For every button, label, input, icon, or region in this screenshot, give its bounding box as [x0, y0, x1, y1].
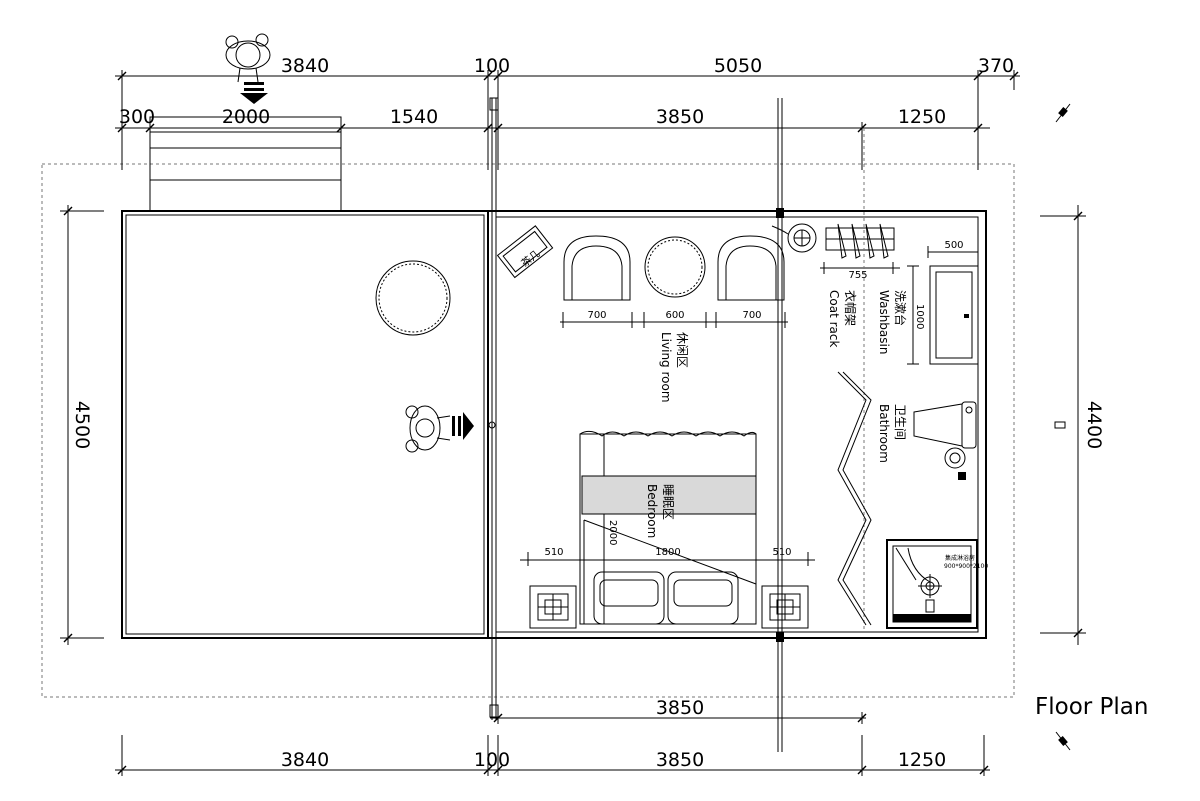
bottom-dimension-inner: 3850: [490, 697, 867, 724]
toilet: [913, 401, 977, 449]
top-dimension-outer: 3840 100 5050 370: [115, 55, 1020, 170]
floor-drain-icon: [944, 447, 966, 480]
dim-bottom-100: 100: [474, 749, 510, 771]
shower-enclosure: 集成淋浴房 900*900*2100: [886, 539, 988, 629]
coat-rack-label-cn: 衣帽架: [843, 290, 858, 326]
coffee-table: 茶几: [496, 225, 554, 279]
dim-top-300: 300: [119, 106, 155, 128]
entry-steps: [149, 116, 342, 212]
dim-top-100: 100: [474, 55, 510, 77]
dim-bottom-3850-inner: 3850: [656, 697, 704, 719]
dim-top-1540: 1540: [390, 106, 438, 128]
bed: 2000: [579, 430, 757, 625]
person-entry-top-icon: [225, 33, 271, 104]
chair-dimensions: 700 600 700: [560, 310, 788, 328]
living-room-label-cn: 休闲区: [675, 332, 689, 368]
washbasin-label-en: Washbasin: [877, 290, 891, 354]
outdoor-deck-inner: [125, 214, 485, 635]
round-side-table: [644, 236, 706, 298]
bottom-dimension-outer: 3840 100 3850 1250: [115, 735, 990, 776]
right-dimension: 4400: [1040, 205, 1105, 645]
coat-rack-label-en: Coat rack: [827, 290, 841, 347]
shower-size: 900*900*2100: [944, 563, 988, 570]
round-table-deck: [375, 260, 451, 336]
dim-bottom-3840: 3840: [281, 749, 329, 771]
living-room-label-en: Living room: [659, 332, 673, 403]
washbasin-label-cn: 洗漱台: [893, 290, 908, 326]
dim-table-600: 600: [665, 310, 684, 321]
dim-coat-rack-755: 755: [848, 270, 867, 281]
bedside-dimensions: 510 1800 510: [520, 547, 815, 566]
dim-top-370: 370: [978, 55, 1014, 77]
nightstand-right: [761, 585, 809, 629]
house-wall: [487, 210, 987, 639]
dim-washbasin-500: 500: [944, 240, 963, 251]
dim-left-4500: 4500: [71, 401, 93, 449]
dim-washbasin-1000: 1000: [914, 304, 925, 329]
section-marker-icon: [1055, 103, 1071, 751]
washbasin: 500 1000: [907, 240, 979, 365]
left-dimension: 4500: [60, 205, 104, 645]
dim-bed-2000: 2000: [607, 520, 618, 545]
coat-rack: 755: [820, 223, 900, 281]
armchair-right: [717, 235, 785, 301]
exhaust-fan-icon: [771, 223, 817, 253]
dim-bottom-1250: 1250: [898, 749, 946, 771]
bathroom-label-cn: 卫生间: [893, 404, 907, 440]
dim-bed-1800: 1800: [655, 547, 680, 558]
pillow-right: [667, 571, 739, 625]
dim-top-1250: 1250: [898, 106, 946, 128]
folding-door: [837, 371, 872, 626]
drawing-title: Floor Plan: [1035, 694, 1148, 720]
dim-top-5050: 5050: [714, 55, 762, 77]
bed-runner: [581, 475, 757, 515]
dim-bedside-510-a: 510: [544, 547, 563, 558]
dim-chair-700-b: 700: [742, 310, 761, 321]
dim-top-3850: 3850: [656, 106, 704, 128]
dim-chair-700-a: 700: [587, 310, 606, 321]
dim-top-3840: 3840: [281, 55, 329, 77]
nightstand-left: [529, 585, 577, 629]
armchair-left: [563, 235, 631, 301]
bathroom-label-en: Bathroom: [877, 404, 891, 463]
dim-bedside-510-b: 510: [772, 547, 791, 558]
bedroom-label-cn: 睡眠区: [661, 484, 675, 520]
site-boundary: [41, 163, 1015, 698]
shower-label: 集成淋浴房: [945, 554, 975, 562]
top-dimension-inner: 300 2000 1540 3850 1250: [115, 106, 990, 170]
pillow-left: [593, 571, 665, 625]
person-entry-side-icon: [405, 405, 474, 453]
dim-bottom-3850: 3850: [656, 749, 704, 771]
bedroom-label-en: Bedroom: [645, 484, 659, 538]
dim-right-4400: 4400: [1083, 401, 1105, 449]
